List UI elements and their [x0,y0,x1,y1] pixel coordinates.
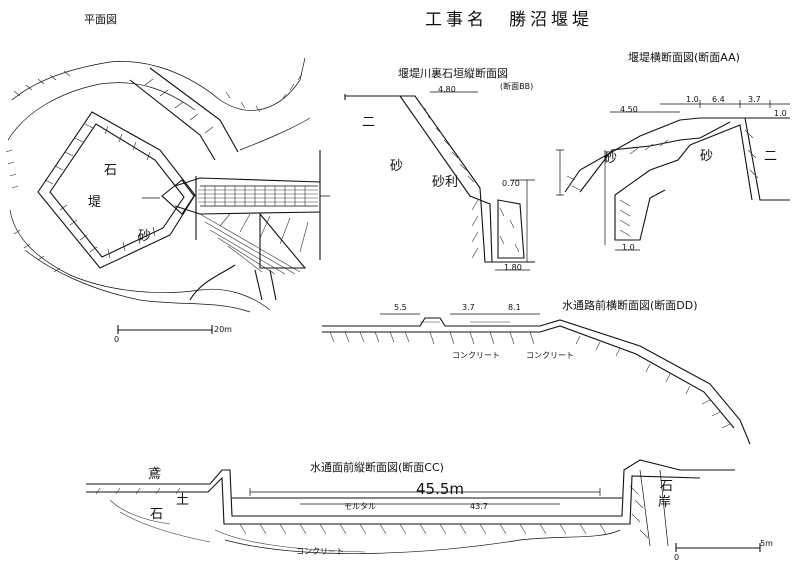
section-bb [344,91,535,271]
section-dd-title: 水通路前横断面図(断面DD) [562,299,698,312]
section-dd-dim-1: 5.5 [394,303,407,312]
plan-label-dike: 堤 [88,195,102,210]
section-cc-label-bank: 岸 [658,495,672,510]
section-aa-title: 堰堤横断面図(断面AA) [628,51,740,64]
scale-right-start: 0 [674,553,680,562]
section-cc-title: 水通面前縦断面図(断面CC) [310,461,444,474]
section-bb-subtitle: (断面BB) [500,82,534,91]
section-aa-fill-right: 二 [764,149,778,164]
section-bb-dim-top: 4.80 [438,85,456,94]
section-dd [322,313,751,445]
section-cc-concrete: コンクリート [296,547,344,556]
section-cc-label-earth: 土 [176,493,190,508]
section-cc-mortar: モルタル [344,502,376,511]
section-bb-dim-mid: 0.70 [502,179,520,188]
section-cc-label-bank-left: 鳶 [148,467,162,482]
plan-scale-end: 20m [214,325,232,334]
section-cc-span: 45.5m [416,480,465,498]
section-bb-dim-low: 1.80 [504,263,522,272]
section-aa-dim-2: 6.4 [712,95,725,104]
section-cc-label-stone: 石 [150,507,164,522]
section-dd-dim-2: 3.7 [462,303,475,312]
section-bb-fill-left: 二 [362,115,376,130]
scale-right-end: 5m [760,539,773,548]
drawing-title: 工事名 勝沼堰堤 [425,10,593,30]
section-bb-title: 堰堤川裏石垣縦断面図 [398,67,508,80]
section-cc [86,459,761,554]
plan-title: 平面図 [84,13,117,26]
section-aa-dim-4: 1.0 [774,109,787,118]
section-aa-dim-3: 3.7 [748,95,761,104]
section-aa-dim-height: 1.0 [622,243,635,252]
section-aa-dim-left: 4.50 [620,105,638,114]
plan-scale-start: 0 [114,335,120,344]
section-cc-label-stone-right: 石 [660,479,674,494]
plan-label-sand: 砂 [138,229,152,244]
section-aa-dim-1: 1.0 [686,95,699,104]
section-cc-sub-dim: 43.7 [470,502,488,511]
section-dd-dim-3: 8.1 [508,303,521,312]
section-dd-concrete-2: コンクリート [526,351,574,360]
section-bb-sand: 砂 [390,159,404,174]
plan-label-stone: 石 [104,163,118,178]
plan-view [5,57,330,334]
section-bb-gravel: 砂利 [432,175,459,190]
section-dd-concrete-1: コンクリート [452,351,500,360]
section-aa-sand-left: 砂 [604,151,618,166]
section-aa [556,100,790,251]
section-aa-sand-right: 砂 [700,149,714,164]
